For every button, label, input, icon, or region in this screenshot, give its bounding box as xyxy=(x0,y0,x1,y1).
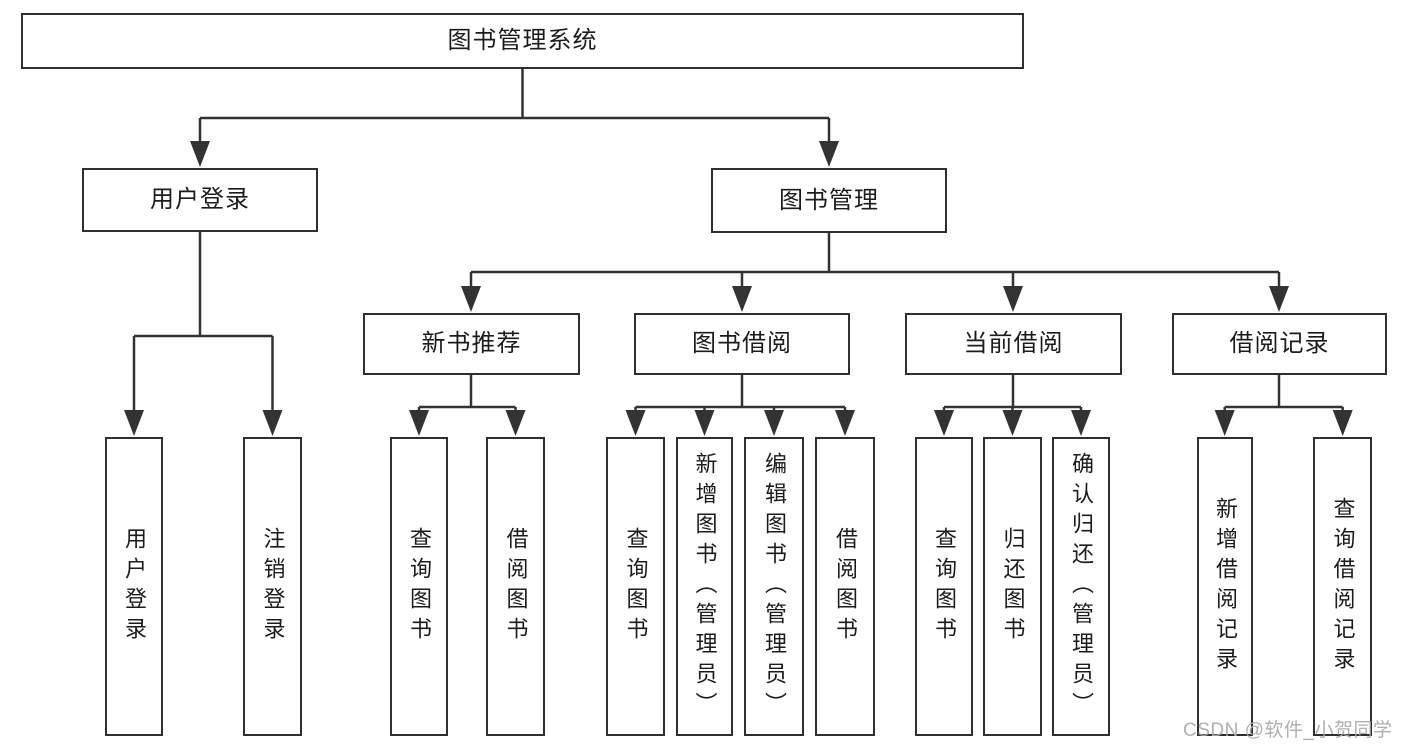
node-borrow-records: 借阅记录 xyxy=(1172,313,1387,375)
leaf-add-borrow-record: 新增借阅记录 xyxy=(1197,437,1253,736)
node-new-books: 新书推荐 xyxy=(363,313,580,375)
leaf-borrow-books-recommend: 借阅图书 xyxy=(486,437,545,736)
leaf-query-books-borrow: 查询图书 xyxy=(606,437,665,736)
node-user-login: 用户登录 xyxy=(82,168,318,232)
leaf-logout: 注销登录 xyxy=(243,437,302,736)
leaf-add-book-admin: 新增图书（管理员） xyxy=(676,437,733,736)
leaf-borrow-books-borrow: 借阅图书 xyxy=(815,437,875,736)
leaf-query-borrow-record: 查询借阅记录 xyxy=(1313,437,1372,736)
node-root: 图书管理系统 xyxy=(21,13,1024,69)
arrowhead-icons xyxy=(124,141,1353,436)
leaf-confirm-return-admin: 确认归还（管理员） xyxy=(1052,437,1110,736)
leaf-query-books-recommend: 查询图书 xyxy=(390,437,448,736)
leaf-return-book: 归还图书 xyxy=(983,437,1042,736)
watermark: CSDN @软件_小贺同学 xyxy=(1183,720,1393,741)
node-book-borrow: 图书借阅 xyxy=(634,313,850,375)
leaf-query-books-current: 查询图书 xyxy=(915,437,973,736)
leaf-edit-book-admin: 编辑图书（管理员） xyxy=(744,437,804,736)
leaf-user-login: 用户登录 xyxy=(105,437,163,736)
node-current-borrow: 当前借阅 xyxy=(905,313,1122,375)
node-book-mgmt: 图书管理 xyxy=(711,168,947,233)
